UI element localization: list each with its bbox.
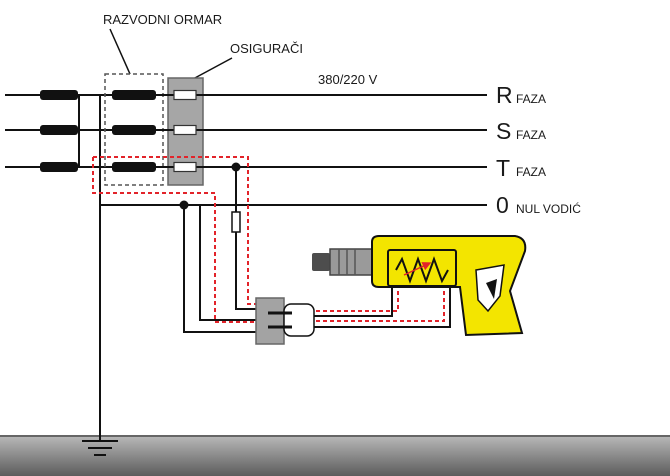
ground-icon (82, 440, 118, 456)
cabinet-elements (112, 90, 156, 172)
line-r-name: FAZA (516, 92, 546, 106)
drill-chuck (329, 248, 373, 276)
power-drill (312, 235, 527, 337)
cabinet-pointer (109, 28, 131, 75)
line-t-name: FAZA (516, 165, 546, 179)
protective-socket-wire (199, 205, 258, 321)
wall-socket (255, 297, 285, 345)
line-neutral-name: NUL VODIĆ (516, 201, 581, 216)
drill-cord-2 (314, 287, 451, 328)
cabinet-label: RAZVODNI ORMAR (103, 12, 222, 27)
line-s-letter: S (496, 118, 511, 144)
voltage-label: 380/220 V (318, 72, 378, 87)
drill-cord-1 (314, 287, 393, 317)
plug (268, 303, 315, 337)
line-r-letter: R (496, 82, 513, 108)
supply-windings (5, 90, 112, 172)
phase-socket-wire (235, 232, 258, 310)
fault-arrow-icon (403, 262, 432, 276)
drill-bit-tip (312, 253, 330, 271)
line-s-name: FAZA (516, 128, 546, 142)
drill-trigger (486, 279, 497, 299)
motor-winding-box (387, 249, 457, 287)
fuses-label: OSIGURAČI (230, 41, 303, 56)
line-t-letter: T (496, 155, 510, 181)
line-neutral-letter: 0 (496, 192, 509, 218)
neutral-socket-wire (183, 205, 258, 333)
fuses (173, 89, 197, 173)
earth-band (0, 436, 670, 476)
fuses-pointer (192, 57, 233, 80)
drop-fuse (231, 211, 241, 233)
